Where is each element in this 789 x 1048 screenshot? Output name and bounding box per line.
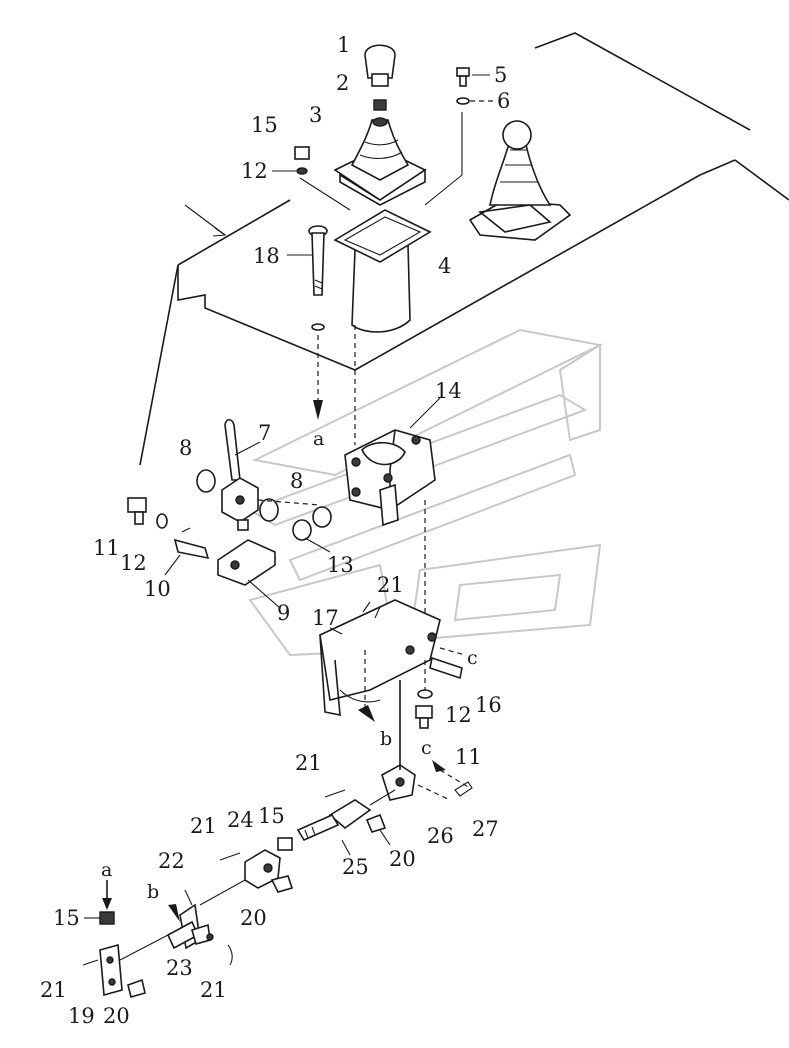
ref-a-bottom: a — [101, 859, 112, 881]
watermark-logo — [247, 328, 604, 657]
callout-12c: 12 — [445, 703, 472, 727]
lever-bracket — [344, 397, 441, 645]
bushing-pair — [292, 506, 332, 553]
callout-20a: 20 — [389, 847, 416, 871]
callout-2: 2 — [336, 71, 349, 95]
callout-labels: 1 2 3 4 5 6 7 8 8 9 10 11 11 12 12 12 13… — [40, 33, 510, 1028]
callout-24: 24 — [227, 808, 254, 832]
callout-15a: 15 — [251, 113, 278, 137]
callout-20c: 20 — [103, 1004, 130, 1028]
ref-b-mid: b — [380, 728, 392, 750]
callout-16: 16 — [475, 693, 502, 717]
lever-with-block — [196, 418, 321, 531]
cotter-pins — [82, 601, 371, 966]
callout-21c: 21 — [190, 814, 217, 838]
callout-10: 10 — [144, 577, 171, 601]
callout-22: 22 — [158, 849, 185, 873]
callout-8b: 8 — [290, 469, 303, 493]
callout-3: 3 — [309, 103, 322, 127]
lever-22 — [166, 889, 214, 950]
ref-c-top: c — [467, 647, 478, 669]
callout-1: 1 — [337, 33, 350, 57]
lever-assembly-right — [468, 120, 572, 241]
callout-21e: 21 — [200, 978, 227, 1002]
nut-15-lower — [99, 911, 115, 925]
callout-4: 4 — [438, 254, 451, 278]
callout-23: 23 — [166, 956, 193, 980]
callout-12b: 12 — [120, 551, 147, 575]
callout-15c: 15 — [53, 906, 80, 930]
callout-21a: 21 — [377, 573, 404, 597]
clevis-24 — [199, 849, 294, 906]
ref-b-lower: b — [147, 881, 159, 903]
callout-15b: 15 — [258, 804, 285, 828]
bracket-19 — [99, 934, 169, 998]
callout-8a: 8 — [179, 436, 192, 460]
rod-25 — [296, 789, 396, 856]
callout-9: 9 — [277, 601, 290, 625]
callout-19: 19 — [68, 1004, 95, 1028]
boot — [333, 117, 427, 206]
callout-17: 17 — [312, 606, 339, 630]
nut-15-mid — [277, 837, 293, 851]
callout-21b: 21 — [295, 751, 322, 775]
long-bolt — [287, 225, 328, 420]
callout-7: 7 — [258, 421, 271, 445]
ref-a-top: a — [313, 428, 324, 450]
nut — [373, 99, 387, 111]
pin-c — [415, 647, 466, 729]
callout-25: 25 — [342, 855, 369, 879]
callout-5: 5 — [494, 63, 507, 87]
gasket-plate — [333, 209, 432, 263]
bolt-and-washer — [456, 67, 495, 105]
callout-14: 14 — [435, 379, 462, 403]
callout-11a: 11 — [93, 536, 120, 560]
callout-20b: 20 — [240, 906, 267, 930]
pin-and-block — [127, 497, 281, 609]
callout-21d: 21 — [40, 978, 67, 1002]
knob — [364, 44, 396, 87]
callout-12a: 12 — [241, 159, 268, 183]
lower-bracket — [319, 599, 441, 722]
callout-27: 27 — [472, 817, 499, 841]
callout-18: 18 — [253, 244, 280, 268]
callout-11b: 11 — [455, 745, 482, 769]
callout-26: 26 — [427, 824, 454, 848]
nut-washer-top — [272, 146, 310, 175]
callout-6: 6 — [497, 89, 510, 113]
callout-13: 13 — [327, 553, 354, 577]
frame-opening — [299, 112, 463, 445]
ref-c-bottom: c — [421, 737, 432, 759]
floor-plate — [139, 32, 789, 466]
